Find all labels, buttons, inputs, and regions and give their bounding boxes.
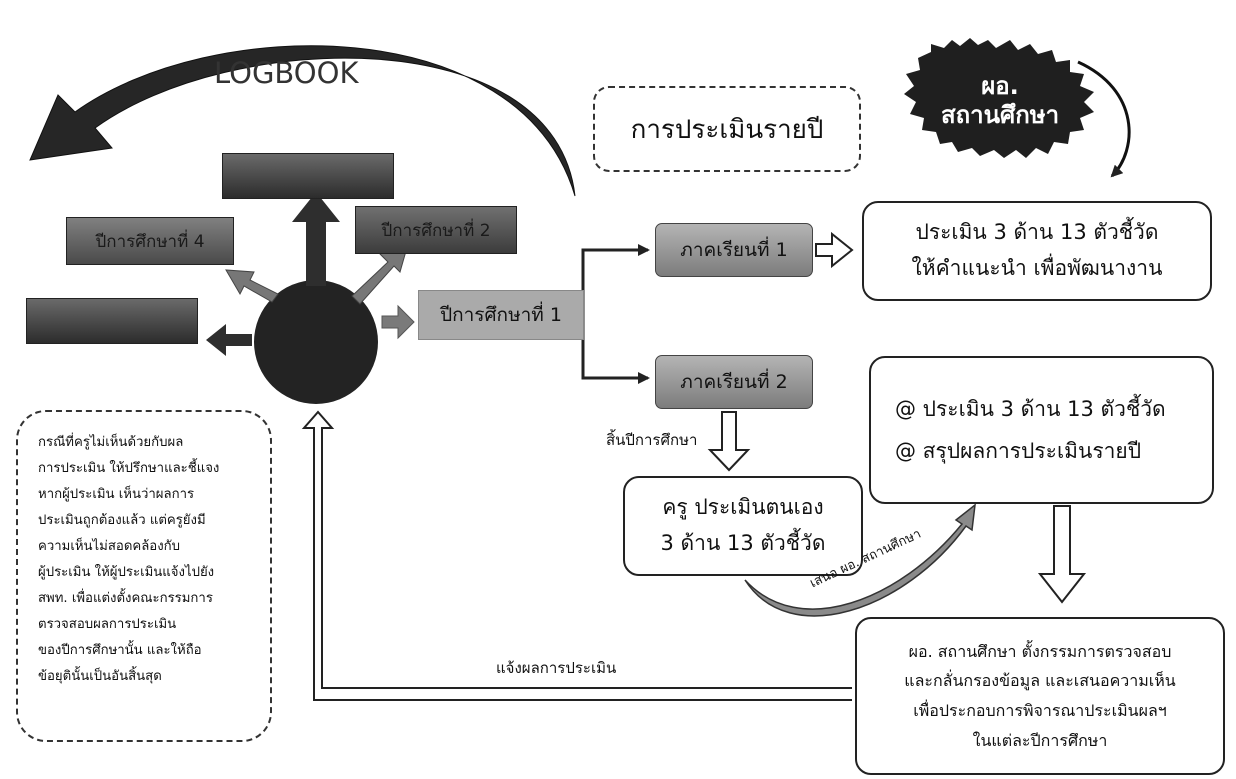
semester1-result-line2: ให้คำแนะนำ เพื่อพัฒนางาน bbox=[911, 256, 1163, 280]
year4-label: ปีการศึกษาที่ 4 bbox=[95, 231, 205, 252]
committee-box: ผอ. สถานศึกษา ตั้งกรรมการตรวจสอบ และกลั่… bbox=[855, 617, 1225, 775]
semester1-result-box: ประเมิน 3 ด้าน 13 ตัวชี้วัด ให้คำแนะนำ เ… bbox=[862, 201, 1212, 301]
year2-box: ปีการศึกษาที่ 2 bbox=[355, 206, 517, 254]
submit-swoosh-arrow bbox=[744, 503, 976, 617]
committee-line1: ผอ. สถานศึกษา ตั้งกรรมการตรวจสอบ bbox=[908, 641, 1172, 661]
note-line: ผู้ประเมิน ให้ผู้ประเมินแจ้งไปยัง bbox=[38, 565, 215, 580]
semester2-label: ภาคเรียนที่ 2 bbox=[680, 371, 788, 393]
annual-evaluation-box: การประเมินรายปี bbox=[593, 86, 861, 172]
semester1-label: ภาคเรียนที่ 1 bbox=[680, 239, 788, 261]
committee-line4: ในแต่ละปีการศึกษา bbox=[972, 730, 1108, 750]
note-line: ความเห็นไม่สอดคล้องกับ bbox=[38, 539, 181, 554]
note-line: ของปีการศึกษานั้น และให้ถือ bbox=[38, 643, 202, 658]
hub-arrow-left bbox=[206, 324, 252, 356]
note-line: สพท. เพื่อแต่งตั้งคณะกรรมการ bbox=[38, 591, 213, 606]
director-badge-line1: ผอ. bbox=[981, 72, 1019, 100]
year4-box: ปีการศึกษาที่ 4 bbox=[66, 217, 234, 265]
year1-box: ปีการศึกษาที่ 1 bbox=[418, 290, 584, 340]
year1-label: ปีการศึกษาที่ 1 bbox=[440, 304, 562, 326]
logbook-title: LOGBOOK bbox=[214, 56, 359, 90]
hollow-arrow-down-result bbox=[1037, 505, 1087, 604]
note-line: กรณีที่ครูไม่เห็นด้วยกับผล bbox=[38, 435, 184, 450]
hub-up-arrow bbox=[292, 192, 340, 286]
semester1-result-line1: ประเมิน 3 ด้าน 13 ตัวชี้วัด bbox=[915, 220, 1159, 245]
note-line: ประเมินถูกต้องแล้ว แต่ครูยังมี bbox=[38, 513, 206, 528]
notify-label: แจ้งผลการประเมิน bbox=[496, 659, 617, 677]
hollow-arrow-sem1 bbox=[815, 231, 854, 269]
semester1-box: ภาคเรียนที่ 1 bbox=[655, 223, 813, 277]
fork-line bbox=[581, 244, 650, 320]
disagreement-note: กรณีที่ครูไม่เห็นด้วยกับผล การประเมิน ให… bbox=[16, 410, 272, 742]
year2-label: ปีการศึกษาที่ 2 bbox=[381, 220, 491, 241]
semester2-result-line1: @ ประเมิน 3 ด้าน 13 ตัวชี้วัด bbox=[895, 397, 1166, 421]
semester2-result-line2: @ สรุปผลการประเมินรายปี bbox=[895, 439, 1142, 463]
hollow-arrow-down-sem2 bbox=[707, 411, 751, 472]
top-dark-bar bbox=[222, 153, 394, 199]
note-line: ตรวจสอบผลการประเมิน bbox=[38, 617, 177, 632]
annual-evaluation-label: การประเมินรายปี bbox=[630, 114, 824, 145]
left-dark-bar bbox=[26, 298, 198, 344]
semester2-box: ภาคเรียนที่ 2 bbox=[655, 355, 813, 409]
gear-return-arrow bbox=[1077, 60, 1131, 178]
self-assessment-box: ครู ประเมินตนเอง 3 ด้าน 13 ตัวชี้วัด bbox=[623, 476, 863, 576]
note-line: ข้อยุตินั้นเป็นอันสิ้นสุด bbox=[38, 669, 162, 684]
end-of-year-label: สิ้นปีการศึกษา bbox=[606, 431, 698, 449]
hub-arrow-year4 bbox=[225, 269, 279, 303]
semester2-result-box: @ ประเมิน 3 ด้าน 13 ตัวชี้วัด @ สรุปผลกา… bbox=[869, 356, 1214, 504]
gear-badge bbox=[904, 38, 1094, 158]
note-line: หากผู้ประเมิน เห็นว่าผลการ bbox=[38, 487, 195, 502]
director-badge: ผอ. สถานศึกษา bbox=[930, 72, 1070, 130]
hub-arrow-year2 bbox=[351, 243, 409, 305]
hub-circle bbox=[254, 280, 378, 404]
logbook-curved-arrow bbox=[29, 45, 576, 197]
committee-line3: เพื่อประกอบการพิจารณาประเมินผลฯ bbox=[913, 701, 1167, 720]
note-line: การประเมิน ให้ปรึกษาและชี้แจง bbox=[38, 461, 220, 476]
committee-line2: และกลั่นกรองข้อมูล และเสนอความเห็น bbox=[904, 671, 1176, 691]
self-assessment-line2: 3 ด้าน 13 ตัวชี้วัด bbox=[660, 531, 826, 555]
self-assessment-line1: ครู ประเมินตนเอง bbox=[662, 495, 824, 520]
hub-arrow-year1 bbox=[381, 304, 415, 340]
director-badge-line2: สถานศึกษา bbox=[940, 100, 1060, 129]
feedback-pipe bbox=[301, 410, 852, 701]
